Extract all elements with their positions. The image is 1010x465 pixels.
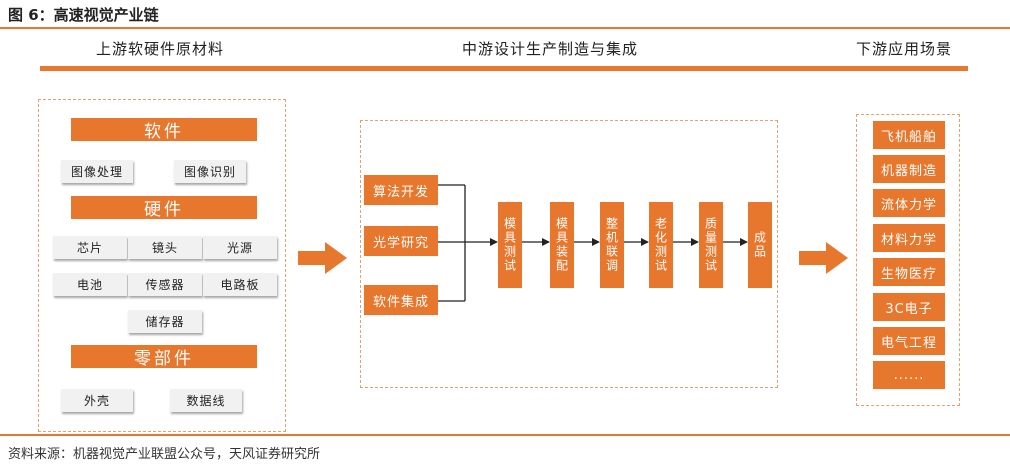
hardware-title: 硬件: [71, 196, 257, 220]
item-lens: 镜头: [128, 236, 202, 259]
figure-title: 图 6：高速视觉产业链: [8, 6, 159, 24]
item-image-processing: 图像处理: [61, 160, 133, 183]
input-algorithm-dev: 算法开发: [364, 175, 438, 205]
item-image-recognition: 图像识别: [174, 160, 246, 183]
input-optics-research: 光学研究: [364, 226, 438, 256]
app-electrical-engineering: 电气工程: [873, 327, 945, 355]
top-rule: [0, 27, 1010, 29]
big-arrow-upstream-to-midstream: [298, 242, 347, 274]
input-software-integration: 软件集成: [364, 285, 438, 315]
step-mold-test: 模具测试: [498, 202, 522, 288]
bottom-rule: [0, 434, 1010, 436]
step-mold-assembly: 模具装配: [550, 202, 574, 288]
item-housing: 外壳: [61, 389, 133, 412]
step-system-debug: 整机联调: [600, 202, 624, 288]
big-arrow-midstream-to-downstream: [799, 242, 848, 274]
app-fluid-mechanics: 流体力学: [873, 189, 945, 217]
step-finished-product: 成品: [748, 202, 772, 288]
app-biomedical: 生物医疗: [873, 258, 945, 286]
item-battery: 电池: [53, 273, 127, 296]
item-circuit-board: 电路板: [203, 273, 277, 296]
header-divider: [40, 66, 968, 71]
header-midstream: 中游设计生产制造与集成: [462, 40, 639, 58]
item-light-source: 光源: [203, 236, 277, 259]
app-aircraft-ships: 飞机船舶: [873, 121, 945, 149]
app-material-mechanics: 材料力学: [873, 224, 945, 252]
header-downstream: 下游应用场景: [856, 40, 953, 58]
app-machinery: 机器制造: [873, 155, 945, 183]
item-data-cable: 数据线: [170, 389, 242, 412]
app-more: ......: [873, 361, 945, 389]
source-note: 资料来源：机器视觉产业联盟公众号，天风证券研究所: [8, 447, 321, 462]
header-upstream: 上游软硬件原材料: [96, 40, 225, 58]
item-chip: 芯片: [53, 236, 127, 259]
step-aging-test: 老化测试: [649, 202, 673, 288]
software-title: 软件: [71, 118, 257, 142]
midstream-panel: [360, 120, 778, 388]
parts-title: 零部件: [71, 345, 257, 369]
downstream-panel: [856, 114, 960, 406]
step-quality-test: 质量测试: [699, 202, 723, 288]
item-storage: 储存器: [128, 310, 202, 333]
upstream-panel: [38, 99, 286, 432]
app-3c-electronics: 3C电子: [873, 293, 945, 321]
item-sensor: 传感器: [128, 273, 202, 296]
